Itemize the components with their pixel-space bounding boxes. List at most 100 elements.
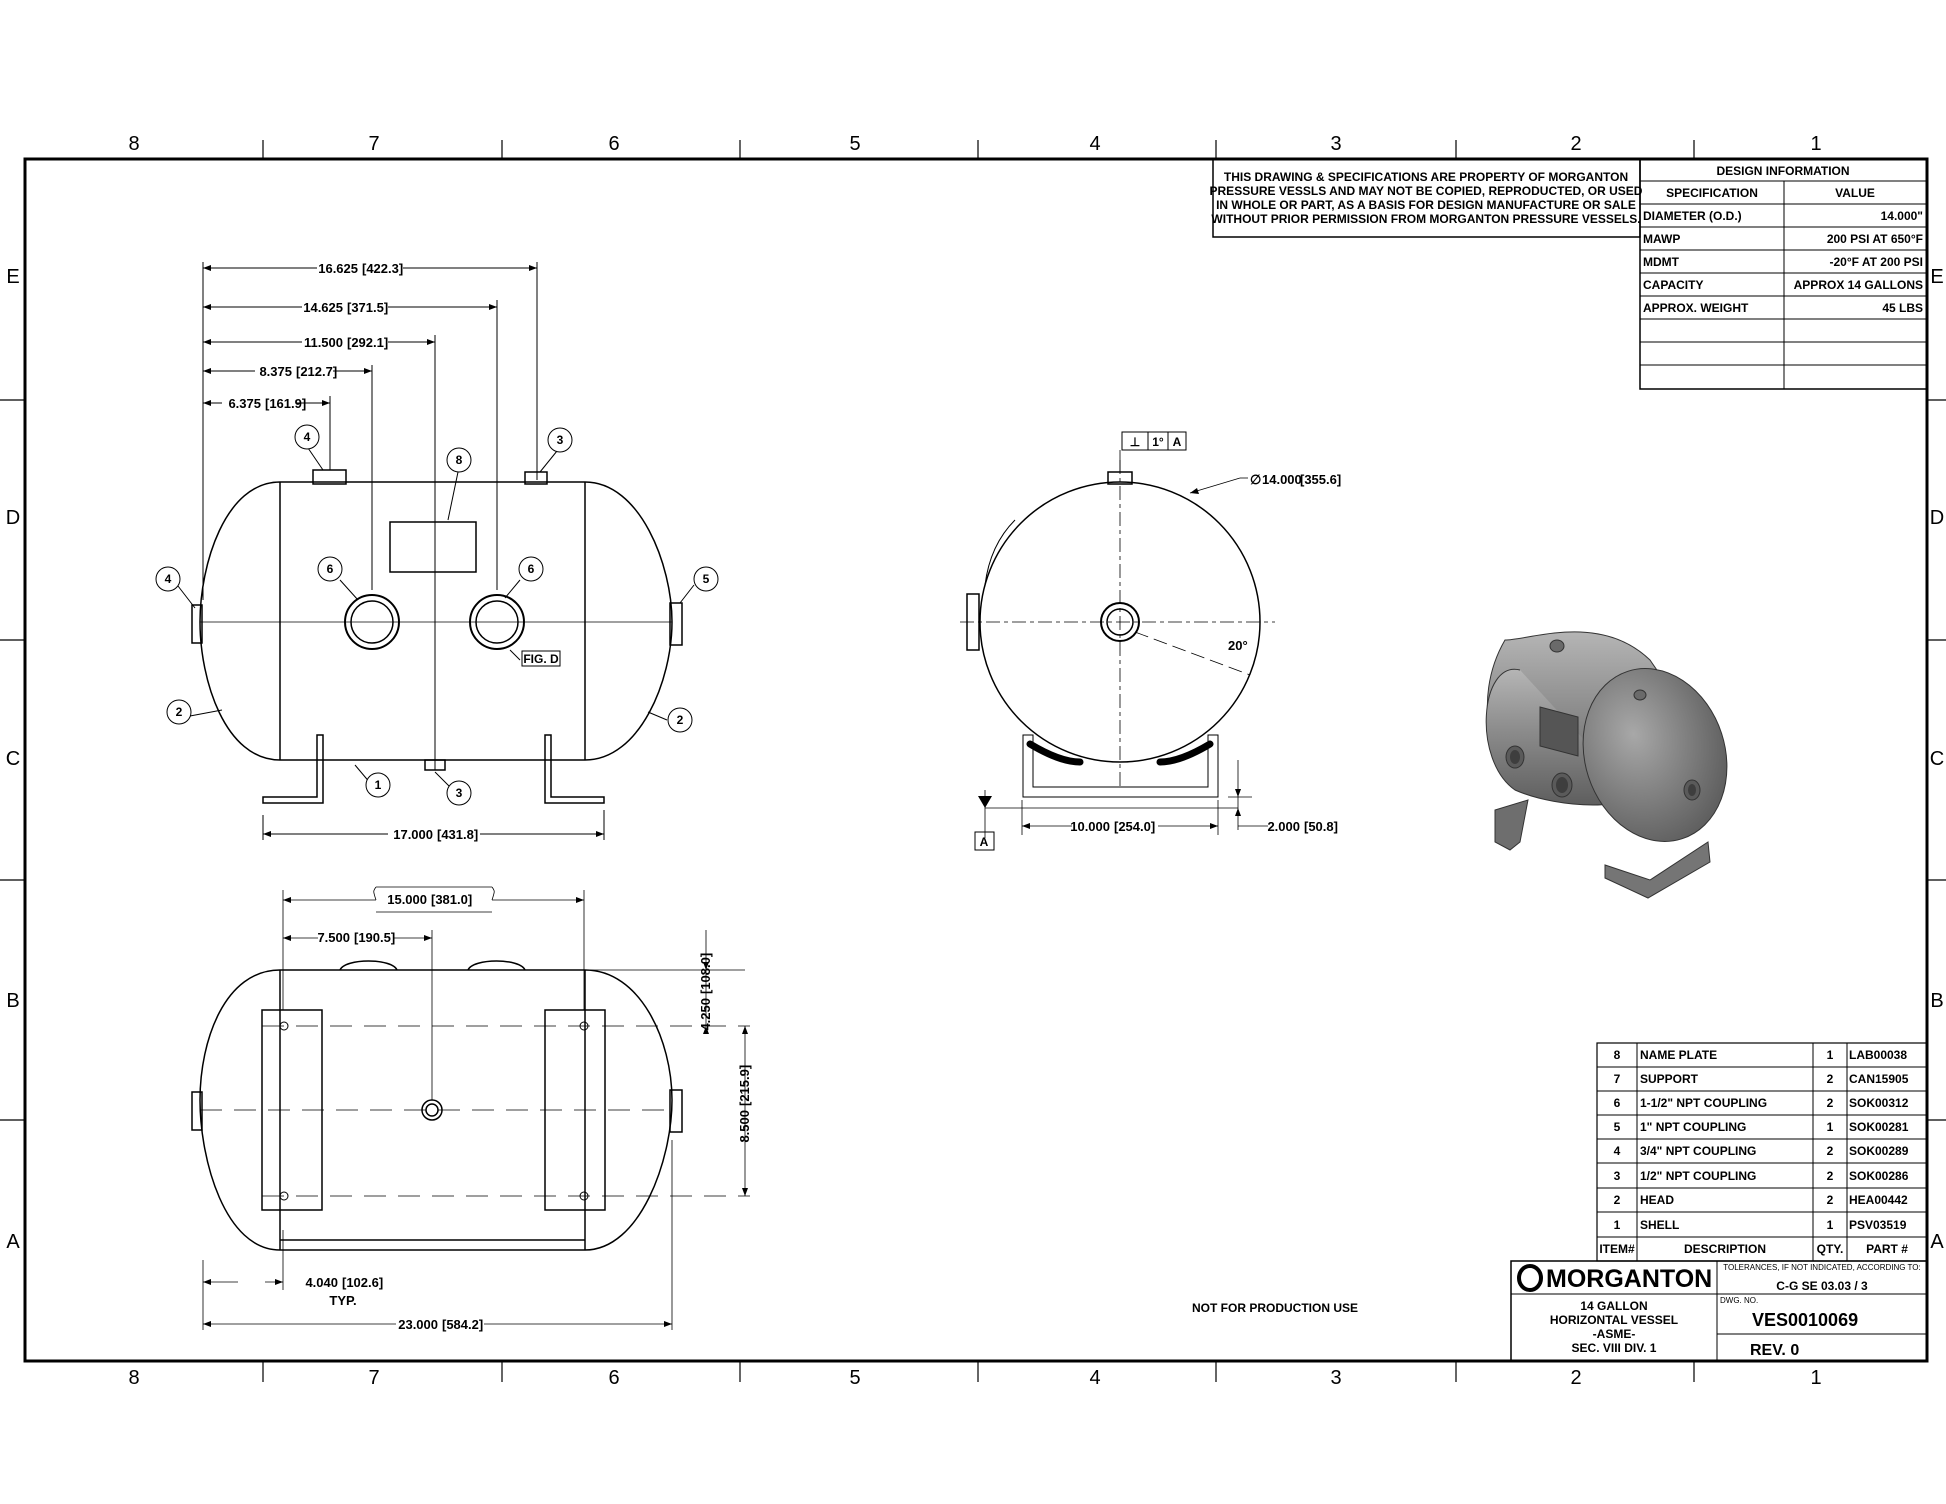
- bom-row: 5 1" NPT COUPLING 1 SOK00281: [1614, 1120, 1909, 1134]
- drawing-border: [23, 157, 1929, 1363]
- typ-label: TYP.: [329, 1293, 356, 1308]
- front-view-dimensions: [202, 262, 605, 840]
- bom-item: 7: [1614, 1072, 1621, 1086]
- bom-qty: 1: [1827, 1218, 1834, 1232]
- datum-tolerance: 1°: [1152, 435, 1164, 449]
- bom-qty: 2: [1827, 1096, 1834, 1110]
- bom-part: CAN15905: [1849, 1072, 1909, 1086]
- zone-col-bottom: 1: [1810, 1367, 1821, 1389]
- dim-metric: [422.3]: [362, 261, 403, 276]
- bom-item: 2: [1614, 1193, 1621, 1207]
- balloon-label: 6: [327, 562, 334, 576]
- bom-qty: 1: [1827, 1048, 1834, 1062]
- bom-desc: SUPPORT: [1640, 1072, 1699, 1086]
- zone-col-top: 5: [849, 133, 860, 155]
- bom-row: 7 SUPPORT 2 CAN15905: [1614, 1072, 1909, 1086]
- tolerance-standard: C-G SE 03.03 / 3: [1776, 1279, 1868, 1293]
- dim-value: 8.500: [737, 1110, 752, 1143]
- datum-label: A: [980, 835, 989, 849]
- zone-col-top: 8: [128, 133, 139, 155]
- dim-value: 8.375: [259, 364, 292, 379]
- not-for-production-note: NOT FOR PRODUCTION USE: [1192, 1301, 1358, 1315]
- balloon-label: 3: [557, 433, 564, 447]
- dim-metric: [584.2]: [442, 1317, 483, 1332]
- bom-desc: 1/2" NPT COUPLING: [1640, 1169, 1756, 1183]
- dim-metric: [108.0]: [698, 953, 713, 994]
- design-value: 200 PSI AT 650°F: [1827, 232, 1923, 246]
- dim-metric: [190.5]: [354, 930, 395, 945]
- zone-row-right: A: [1930, 1231, 1944, 1253]
- design-info-table: DESIGN INFORMATION SPECIFICATION VALUE D…: [1639, 158, 1928, 390]
- bom-header-part: PART #: [1866, 1242, 1908, 1256]
- front-view-balloon-circles: [155, 424, 719, 806]
- zone-col-top: 7: [368, 133, 379, 155]
- diameter-symbol: ∅: [1250, 472, 1261, 487]
- dim-metric: [355.6]: [1300, 472, 1341, 487]
- bom-item: 3: [1614, 1169, 1621, 1183]
- balloon-label: 2: [677, 713, 684, 727]
- bom-desc: 3/4" NPT COUPLING: [1640, 1144, 1756, 1158]
- svg-text:THIS DRAWING & SPECIFICATIONS: THIS DRAWING & SPECIFICATIONS ARE PROPER…: [1224, 170, 1628, 184]
- dim-value: 23.000: [398, 1317, 438, 1332]
- drawing-title-line: 14 GALLON: [1580, 1299, 1647, 1313]
- balloon-label: 8: [456, 453, 463, 467]
- dim-value: 16.625: [318, 261, 358, 276]
- company-name: MORGANTON: [1546, 1265, 1712, 1293]
- zone-col-top: 4: [1089, 133, 1100, 155]
- dim-metric: [102.6]: [342, 1275, 383, 1290]
- dim-metric: [50.8]: [1304, 819, 1338, 834]
- dim-value: 10.000: [1070, 819, 1110, 834]
- design-value: APPROX 14 GALLONS: [1794, 278, 1923, 292]
- dim-metric: [431.8]: [437, 827, 478, 842]
- dim-metric: [371.5]: [347, 300, 388, 315]
- balloon-label: 4: [304, 430, 311, 444]
- bom-item: 4: [1614, 1144, 1621, 1158]
- design-info-col-spec: SPECIFICATION: [1666, 186, 1758, 200]
- bom-header: ITEM# DESCRIPTION QTY. PART #: [1599, 1242, 1908, 1256]
- dim-value: 4.250: [698, 998, 713, 1031]
- bom-desc: SHELL: [1640, 1218, 1679, 1232]
- bom-item: 8: [1614, 1048, 1621, 1062]
- bom-header-item: ITEM#: [1599, 1242, 1635, 1256]
- zone-row-right: E: [1930, 266, 1943, 288]
- bom-desc: 1-1/2" NPT COUPLING: [1640, 1096, 1767, 1110]
- end-view: ⊥ 1° A ∅ 14.000 [355.6] 20° 10.000 [254.…: [960, 431, 1341, 851]
- drawing-title-line: -ASME-: [1593, 1327, 1636, 1341]
- design-info-col-value: VALUE: [1835, 186, 1875, 200]
- dim-value: 7.500: [317, 930, 350, 945]
- copyright-notice: THIS DRAWING & SPECIFICATIONS ARE PROPER…: [1210, 158, 1643, 238]
- design-value: -20°F AT 200 PSI: [1830, 255, 1924, 269]
- bom-part: LAB00038: [1849, 1048, 1907, 1062]
- dim-metric: [381.0]: [431, 892, 472, 907]
- dim-metric: [254.0]: [1114, 819, 1155, 834]
- zone-row-left: A: [6, 1231, 20, 1253]
- zone-ticks: [0, 140, 1946, 1382]
- vessel-3d-render: [1485, 631, 1728, 899]
- zone-col-bottom: 4: [1089, 1367, 1100, 1389]
- design-value: 14.000": [1881, 209, 1923, 223]
- bom-qty: 2: [1827, 1072, 1834, 1086]
- bom-header-qty: QTY.: [1817, 1242, 1844, 1256]
- bom-desc: 1" NPT COUPLING: [1640, 1120, 1746, 1134]
- bottom-view: 15.000 [381.0] 7.500 [190.5] 4.250 [108.…: [191, 886, 752, 1332]
- bom-part: SOK00312: [1849, 1096, 1909, 1110]
- dim-value: 2.000: [1267, 819, 1300, 834]
- bom-qty: 2: [1827, 1169, 1834, 1183]
- zone-col-bottom: 8: [128, 1367, 139, 1389]
- drawing-title-line: SEC. VIII DIV. 1: [1572, 1341, 1657, 1355]
- tolerance-note: TOLERANCES, IF NOT INDICATED, ACCORDING …: [1723, 1263, 1921, 1272]
- zone-row-left: C: [6, 748, 20, 770]
- bom-row: 3 1/2" NPT COUPLING 2 SOK00286: [1614, 1169, 1909, 1183]
- bom-table: 8 NAME PLATE 1 LAB00038 7 SUPPORT 2 CAN1…: [1596, 1042, 1928, 1262]
- balloon-label: 3: [456, 786, 463, 800]
- zone-col-top: 2: [1570, 133, 1581, 155]
- title-block: MORGANTON TOLERANCES, IF NOT INDICATED, …: [1510, 1260, 1928, 1362]
- bom-part: PSV03519: [1849, 1218, 1907, 1232]
- balloon-label: 1: [375, 778, 382, 792]
- zone-labels: 8 7 6 5 4 3 2 1 8 7 6 5 4 3 2 1 E D C B …: [6, 133, 1945, 1389]
- front-view-balloon-labels: 4 3 8 4 6 6 5 2 2 1 3: [165, 430, 710, 800]
- company-logo: MORGANTON: [1517, 1264, 1712, 1293]
- bom-part: HEA00442: [1849, 1193, 1908, 1207]
- zone-row-left: B: [6, 990, 19, 1012]
